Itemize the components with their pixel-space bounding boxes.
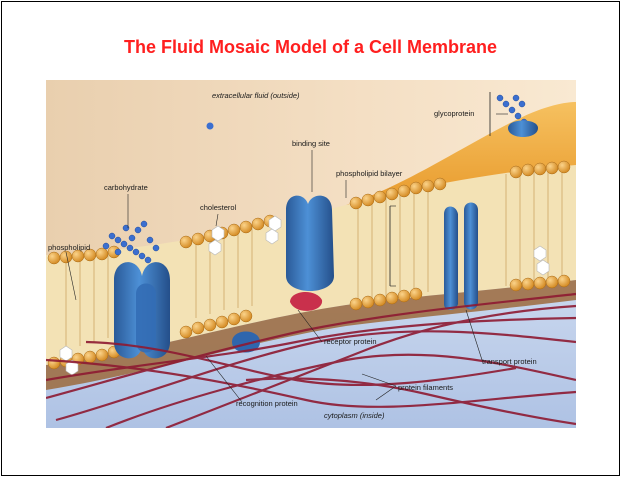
transport-protein-left bbox=[444, 207, 458, 311]
slide-title: The Fluid Mosaic Model of a Cell Membran… bbox=[0, 37, 621, 58]
floating-molecule bbox=[207, 123, 214, 130]
label-extracellular: extracellular fluid (outside) bbox=[212, 91, 300, 100]
label-binding-site: binding site bbox=[292, 139, 330, 148]
label-phospholipid: phospholipid bbox=[48, 243, 90, 252]
label-carbohydrate: carbohydrate bbox=[104, 183, 148, 192]
label-cytoplasm: cytoplasm (inside) bbox=[324, 411, 385, 420]
label-transport-protein: transport protein bbox=[482, 357, 537, 366]
label-cholesterol: cholesterol bbox=[200, 203, 237, 212]
glycoprotein bbox=[508, 121, 538, 138]
label-protein-filaments: protein filaments bbox=[398, 383, 453, 392]
label-phospholipid-bilayer: phospholipid bilayer bbox=[336, 169, 403, 178]
membrane-svg: extracellular fluid (outside) glycoprote… bbox=[46, 80, 576, 428]
transport-protein-right bbox=[464, 203, 478, 310]
membrane-illustration: extracellular fluid (outside) glycoprote… bbox=[46, 80, 576, 428]
label-glycoprotein: glycoprotein bbox=[434, 109, 474, 118]
receptor-protein bbox=[286, 196, 334, 291]
label-receptor-protein: receptor protein bbox=[324, 337, 377, 346]
label-recognition-protein: recognition protein bbox=[236, 399, 298, 408]
recognition-protein-inner bbox=[136, 284, 156, 353]
